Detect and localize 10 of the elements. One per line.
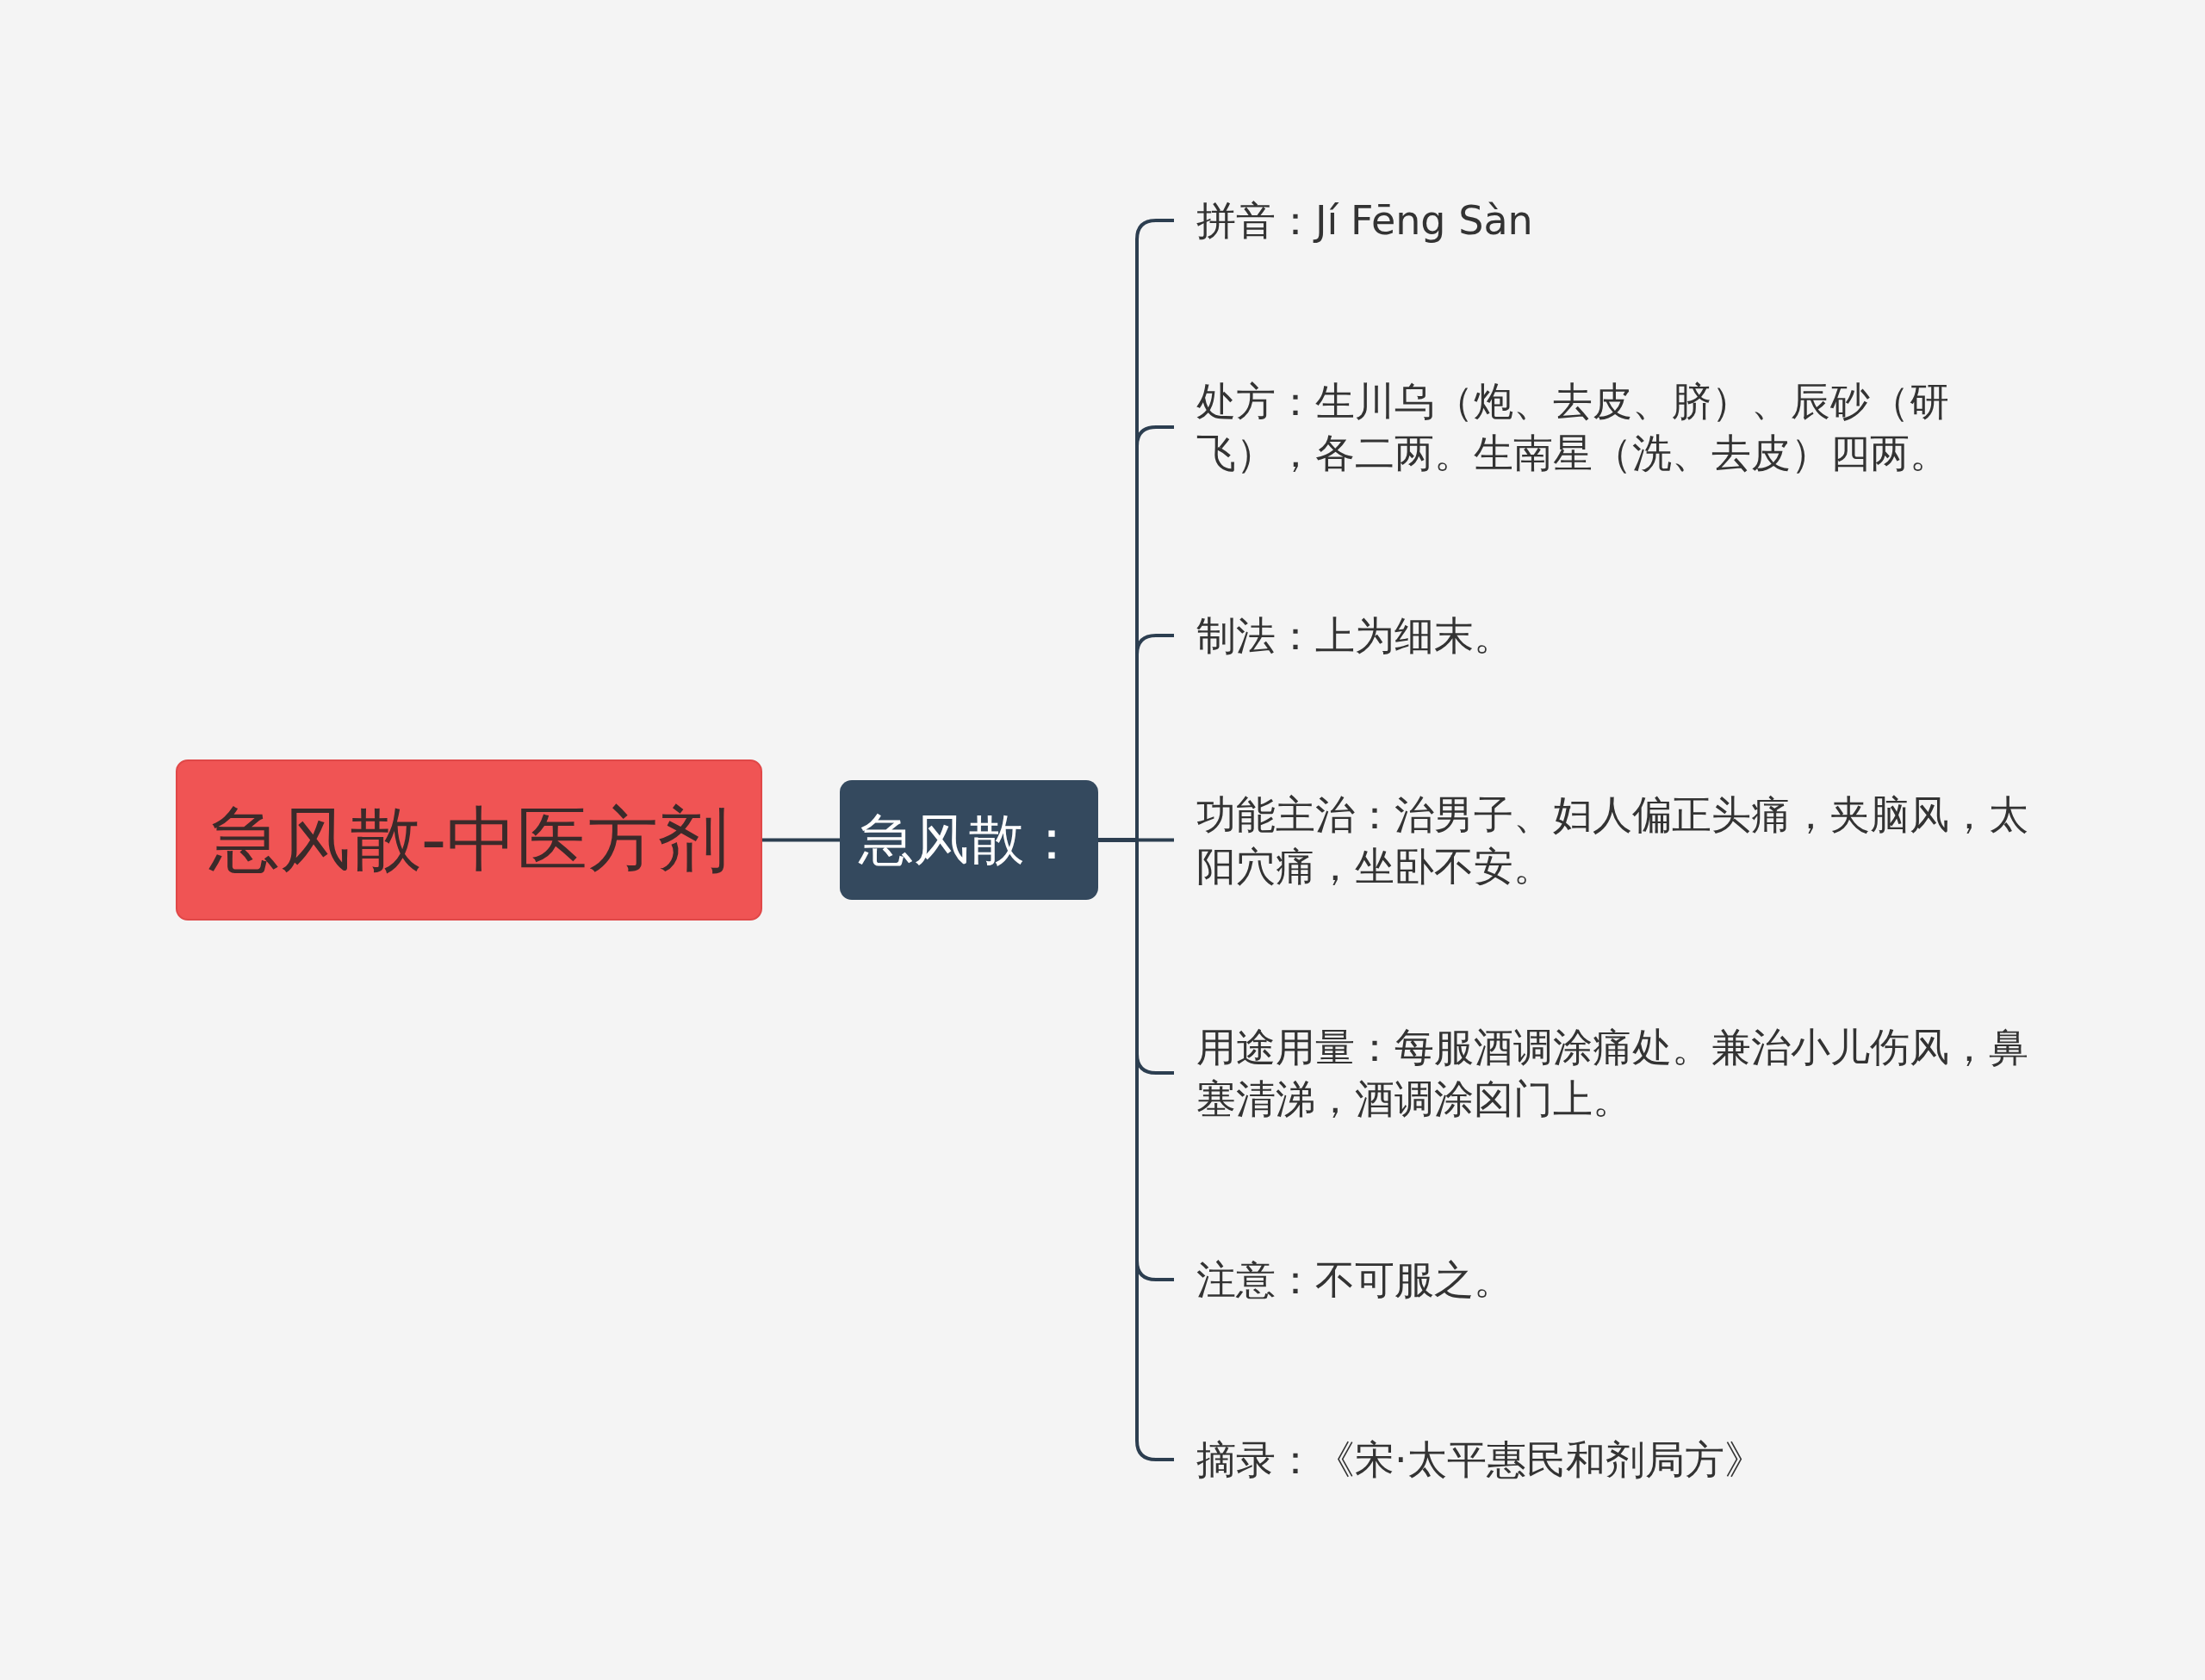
branch-text: 拼音：Jí Fēng Sàn: [1174, 195, 2035, 246]
branch-text: 处方：生川乌（炮、去皮、脐）、辰砂（研飞），各二两。生南星（洗、去皮）四两。: [1174, 375, 2035, 479]
branch-text: 注意：不可服之。: [1174, 1254, 2035, 1305]
connector-line: [762, 838, 840, 842]
subtopic-box: 急风散：: [840, 780, 1098, 900]
topic-box: 急风散-中医方剂: [176, 759, 762, 921]
branch-text: 功能主治：治男子、妇人偏正头痛，夹脑风，太阳穴痛，坐卧不安。: [1174, 789, 2035, 892]
branch-text: 用途用量：每服酒调涂痛处。兼治小儿伤风，鼻塞清涕，酒调涂囟门上。: [1174, 1021, 2035, 1125]
branch-text: 制法：上为细末。: [1174, 610, 2035, 661]
branch-text: 摘录：《宋·太平惠民和剂局方》: [1174, 1434, 2035, 1485]
